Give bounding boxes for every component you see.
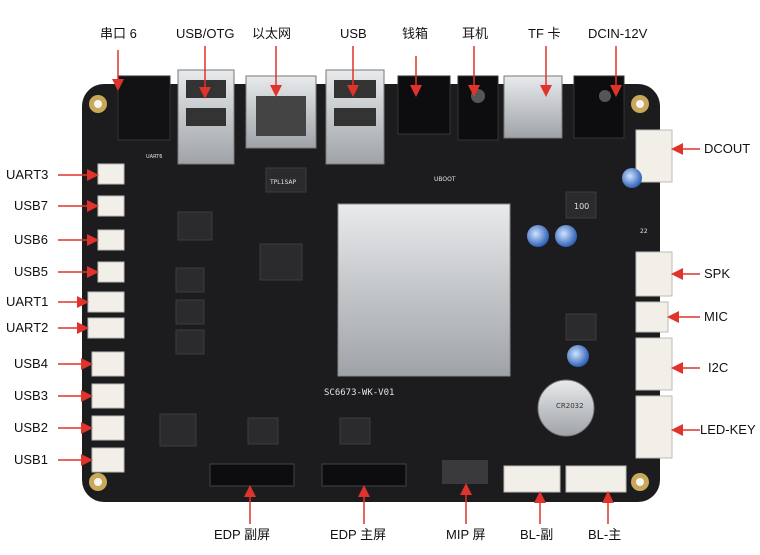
label-led-key: LED-KEY bbox=[700, 422, 756, 437]
soc-shield bbox=[337, 203, 511, 377]
label-usb6: USB6 bbox=[14, 232, 48, 247]
label-cashbox: 钱箱 bbox=[402, 26, 429, 41]
coin-battery bbox=[537, 379, 595, 437]
label-usb7: USB7 bbox=[14, 198, 48, 213]
label-usb-otg: USB/OTG bbox=[176, 26, 235, 41]
label-serial6: 串口 6 bbox=[100, 26, 137, 41]
label-dcin: DCIN-12V bbox=[588, 26, 648, 41]
num22-silk: 22 bbox=[640, 228, 648, 235]
inductor-silk: 100 bbox=[574, 202, 589, 211]
mounting-holes bbox=[89, 95, 649, 491]
label-usb1: USB1 bbox=[14, 452, 48, 467]
uart6-silk: UART6 bbox=[146, 154, 162, 160]
label-earphone: 耳机 bbox=[462, 26, 489, 41]
label-dcout: DCOUT bbox=[704, 141, 751, 156]
label-tf-card: TF 卡 bbox=[528, 26, 561, 41]
label-i2c: I2C bbox=[708, 360, 729, 375]
battery-silk: CR2032 bbox=[556, 402, 584, 410]
label-usb3: USB3 bbox=[14, 388, 48, 403]
label-uart1: UART1 bbox=[6, 294, 49, 309]
label-bl-main: BL-主 bbox=[588, 527, 622, 542]
board-model: SC6673-WK-V01 bbox=[324, 388, 394, 398]
label-edp-main: EDP 主屏 bbox=[330, 527, 387, 542]
label-usb2: USB2 bbox=[14, 420, 48, 435]
label-mic: MIC bbox=[704, 309, 728, 324]
label-bl-sub: BL-副 bbox=[520, 527, 554, 542]
label-uart3: UART3 bbox=[6, 167, 49, 182]
label-usb: USB bbox=[340, 26, 367, 41]
left-connectors bbox=[87, 163, 125, 473]
label-mipi: MIP 屏 bbox=[446, 527, 486, 542]
uboot-silk: UBOOT bbox=[434, 176, 456, 183]
callout-arrows bbox=[58, 46, 700, 524]
right-connectors bbox=[635, 129, 673, 459]
label-usb5: USB5 bbox=[14, 264, 48, 279]
label-spk: SPK bbox=[704, 266, 731, 281]
capacitors bbox=[527, 168, 642, 367]
label-usb4: USB4 bbox=[14, 356, 48, 371]
label-edp-sub: EDP 副屏 bbox=[214, 527, 271, 542]
label-uart2: UART2 bbox=[6, 320, 49, 335]
ic-chips bbox=[159, 167, 597, 447]
lan-chip-silk: TPL1SAP bbox=[269, 179, 296, 186]
bottom-connectors bbox=[209, 460, 627, 493]
label-ethernet: 以太网 bbox=[252, 26, 292, 41]
